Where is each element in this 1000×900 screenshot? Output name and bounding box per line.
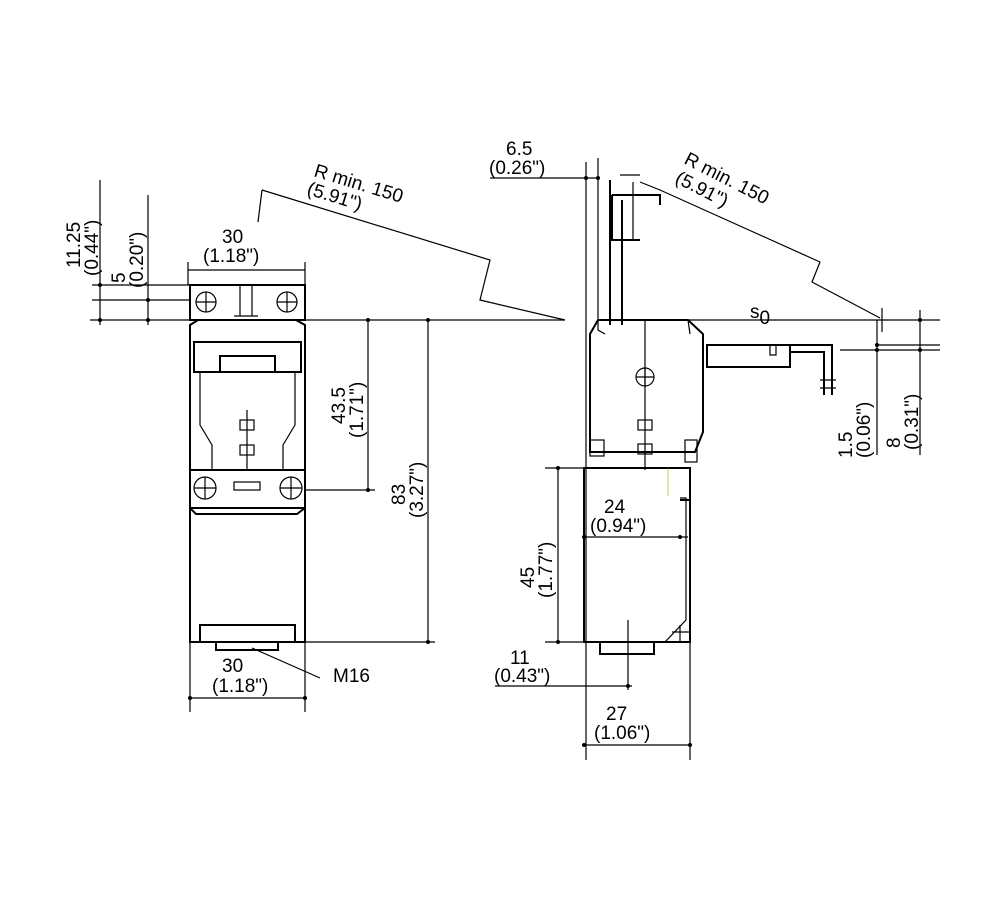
front-center-mark-lower (239, 444, 255, 456)
front-left-extension-lines (92, 180, 190, 325)
side-body-depth-dim (584, 642, 691, 760)
side-key-offset: 6.5 (506, 139, 532, 160)
conduit-label: M16 (333, 666, 370, 687)
side-conduit-offset: 11 (510, 648, 530, 669)
front-mount-hole: 43.5 (329, 387, 350, 424)
front-mount-screw-left (193, 476, 217, 500)
side-lower-slope (664, 497, 687, 643)
front-key-slot (234, 285, 258, 317)
side-key-shaft (609, 180, 623, 325)
side-lower-housing (583, 467, 691, 643)
side-gap-in: (0.06") (854, 402, 875, 458)
side-conduit-entry (599, 641, 655, 655)
side-lower-clip (672, 625, 690, 642)
side-body-height-in: (1.77") (536, 542, 557, 598)
front-view: 30 (1.18") 30 (1.18") M16 11.25 (0.44") … (64, 161, 566, 712)
front-body-bevel (199, 372, 296, 470)
front-dim-ticks (98, 283, 430, 700)
side-key-bracket (790, 344, 833, 395)
front-top-width-in: (1.18") (203, 246, 259, 267)
side-radius-line (639, 181, 881, 319)
side-view: 6.5 (0.26") R min. 150 (5.91") s0 1.5 (0… (489, 139, 940, 760)
front-mount-offset-in: (0.20") (127, 232, 148, 288)
side-head-mark-lower (637, 443, 653, 455)
side-key-detail (620, 174, 640, 240)
front-top-width: 30 (222, 227, 243, 248)
side-dim-ticks (556, 176, 922, 747)
side-key-height-in: (0.31") (902, 394, 923, 450)
front-top-width-dim-line (187, 262, 306, 285)
front-mount-offset: 5 (109, 272, 130, 283)
side-body-height: 45 (518, 567, 539, 588)
front-led-window (233, 481, 261, 491)
front-conduit-entry (215, 641, 279, 651)
side-travel-label: s0 (750, 302, 770, 329)
side-body-depth-in: (1.06") (594, 723, 650, 744)
side-right-reference-lines (600, 319, 940, 351)
front-head-screw-right (276, 291, 298, 313)
side-right-dim-verticals (876, 308, 921, 455)
front-mount-hole-in: (1.71") (347, 382, 368, 438)
front-upper-offset-in: (0.44") (82, 220, 103, 276)
side-head-body (589, 319, 704, 453)
side-body-depth: 27 (606, 704, 627, 725)
side-head-corner (589, 439, 605, 457)
front-bottom-width-in: (1.18") (212, 676, 268, 697)
side-conduit-offset-in: (0.43") (494, 666, 550, 687)
front-bottom-width-dim-line (189, 642, 306, 712)
side-key-notch (769, 345, 836, 389)
front-head-screw-left (195, 291, 217, 313)
front-height: 83 (389, 484, 410, 505)
side-head-corner-right (684, 439, 698, 463)
front-upper-offset: 11.25 (64, 222, 85, 268)
front-radius-line (257, 189, 566, 321)
front-right-dim-lines (305, 320, 435, 643)
side-head-mark (637, 419, 653, 431)
front-mount-strip (189, 469, 306, 509)
front-lower-housing (189, 505, 306, 643)
front-bottom-width: 30 (222, 656, 243, 677)
side-gap: 1.5 (836, 432, 857, 458)
side-key-offset-lines (490, 158, 599, 760)
front-actuator-tab (219, 355, 276, 373)
front-mount-screw-right (279, 476, 303, 500)
front-height-in: (3.27") (407, 462, 428, 518)
side-depth-in: (0.94") (590, 516, 646, 537)
front-conduit-leader (251, 647, 321, 679)
side-key-height: 8 (884, 437, 905, 448)
side-key-offset-in: (0.26") (489, 158, 545, 179)
side-key-arm (611, 194, 661, 241)
side-lower-tab (680, 499, 691, 505)
side-depth: 24 (604, 497, 626, 518)
front-center-mark (239, 419, 255, 431)
front-cover-base (199, 624, 296, 643)
side-head-chamfer (597, 319, 691, 335)
side-body-height-dim (545, 467, 690, 643)
side-key-blade (706, 344, 791, 368)
